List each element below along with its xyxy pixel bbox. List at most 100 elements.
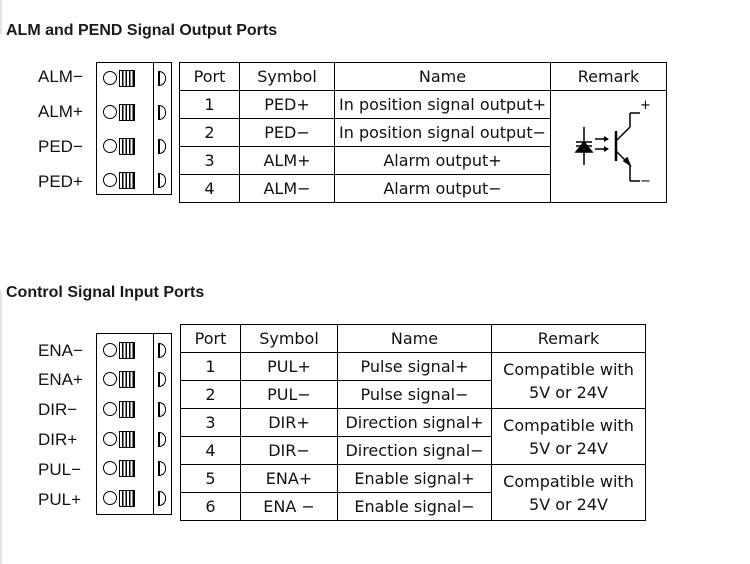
table-row: 4 ALM− Alarm output−	[179, 174, 667, 203]
name-cell: In position signal output+	[334, 90, 551, 119]
wire-clamp-icon	[119, 371, 135, 388]
terminal-block-connector	[96, 62, 172, 195]
symbol-cell: PUL+	[240, 352, 338, 381]
name-cell: Direction signal+	[337, 408, 492, 437]
table-row: 2 PUL− Pulse signal−	[180, 380, 646, 409]
symbol-cell: ALM−	[239, 174, 335, 203]
screw-terminal-icon	[103, 173, 117, 187]
screw-terminal-icon	[103, 432, 117, 446]
port-cell: 6	[180, 492, 241, 521]
terminal-label: PUL+	[38, 490, 81, 509]
symbol-cell: ENA −	[240, 492, 338, 521]
pin-tab-icon	[158, 372, 166, 387]
pin-tab-icon	[158, 173, 166, 188]
name-cell: In position signal output−	[334, 118, 551, 147]
table-row: 3 ALM+ Alarm output+	[179, 146, 667, 175]
screw-terminal-icon	[103, 372, 117, 386]
symbol-cell: PED−	[239, 118, 335, 147]
remark-cell: Compatible with 5V or 24V	[491, 464, 646, 521]
table-row: 4 DIR− Direction signal−	[180, 436, 646, 465]
port-cell: 2	[179, 118, 240, 147]
input-ports-table: Port Symbol Name Remark 1 PUL+ Pulse sig…	[180, 324, 646, 521]
pin-tab-icon	[158, 71, 166, 86]
name-cell: Enable signal+	[337, 464, 492, 493]
symbol-cell: ALM+	[239, 146, 335, 175]
port-cell: 3	[179, 146, 240, 175]
negative-terminal-label: −	[640, 174, 651, 189]
remark-cell: Compatible with 5V or 24V	[491, 408, 646, 465]
screw-terminal-icon	[103, 105, 117, 119]
remark-line: Compatible with	[503, 359, 634, 379]
name-cell: Direction signal−	[337, 436, 492, 465]
port-cell: 1	[179, 90, 240, 119]
wire-clamp-icon	[119, 431, 135, 448]
name-cell: Enable signal−	[337, 492, 492, 521]
table-header: Name	[337, 324, 492, 353]
screw-terminal-icon	[103, 343, 117, 357]
wire-clamp-icon	[119, 104, 135, 121]
screw-terminal-icon	[103, 139, 117, 153]
left-divider	[0, 0, 2, 34]
section-title: ALM and PEND Signal Output Ports	[6, 22, 278, 39]
pin-tab-icon	[158, 343, 166, 358]
port-cell: 5	[180, 464, 241, 493]
pin-tab-icon	[158, 402, 166, 417]
wire-clamp-icon	[119, 70, 135, 87]
remark-cell: Compatible with 5V or 24V	[491, 352, 646, 409]
port-cell: 3	[180, 408, 241, 437]
terminal-label: ALM−	[38, 67, 83, 86]
port-cell: 2	[180, 380, 241, 409]
screw-terminal-icon	[103, 71, 117, 85]
symbol-cell: DIR+	[240, 408, 338, 437]
name-cell: Alarm output−	[334, 174, 551, 203]
remark-line: 5V or 24V	[529, 382, 608, 402]
table-row: 5 ENA+ Enable signal+ Compatible with 5V…	[180, 464, 646, 521]
symbol-cell: ENA+	[240, 464, 338, 493]
name-cell: Alarm output+	[334, 146, 551, 175]
wire-clamp-icon	[119, 460, 135, 477]
table-header: Port	[179, 62, 240, 91]
remark-line: Compatible with	[503, 415, 634, 435]
terminal-label: ENA−	[38, 341, 83, 360]
name-cell: Pulse signal−	[337, 380, 492, 409]
terminal-label: PUL−	[38, 460, 81, 479]
terminal-block-connector	[96, 333, 172, 515]
optocoupler-icon: + −	[573, 98, 651, 189]
port-cell: 4	[179, 174, 240, 203]
table-header: Port	[180, 324, 241, 353]
screw-terminal-icon	[103, 461, 117, 475]
port-cell: 1	[180, 352, 241, 381]
terminal-label: DIR−	[38, 400, 78, 419]
terminal-label: DIR+	[38, 430, 78, 449]
table-header: Symbol	[240, 324, 338, 353]
table-row: 6 ENA − Enable signal−	[180, 492, 646, 521]
pin-tab-icon	[158, 461, 166, 476]
output-ports-table: Port Symbol Name Remark 1 PED+ In positi…	[179, 62, 667, 203]
table-header: Name	[334, 62, 551, 91]
symbol-cell: PED+	[239, 90, 335, 119]
pin-tab-icon	[158, 139, 166, 154]
table-row: 1 PUL+ Pulse signal+ Compatible with 5V …	[180, 352, 646, 409]
symbol-cell: PUL−	[240, 380, 338, 409]
terminal-block-divider	[153, 334, 154, 514]
terminal-label: PED+	[38, 172, 83, 191]
remark-line: Compatible with	[503, 471, 634, 491]
remark-line: 5V or 24V	[529, 494, 608, 514]
terminal-label: ENA+	[38, 370, 83, 389]
wire-clamp-icon	[119, 172, 135, 189]
wire-clamp-icon	[119, 342, 135, 359]
name-cell: Pulse signal+	[337, 352, 492, 381]
wire-clamp-icon	[119, 401, 135, 418]
pin-tab-icon	[158, 432, 166, 447]
positive-terminal-label: +	[640, 98, 651, 113]
pin-tab-icon	[158, 491, 166, 506]
section-title: Control Signal Input Ports	[6, 284, 205, 301]
table-row: 2 PED− In position signal output−	[179, 118, 667, 147]
symbol-cell: DIR−	[240, 436, 338, 465]
table-header: Remark	[491, 324, 646, 353]
port-cell: 4	[180, 436, 241, 465]
wire-clamp-icon	[119, 490, 135, 507]
remark-line: 5V or 24V	[529, 438, 608, 458]
remark-cell: + −	[550, 90, 667, 203]
pin-tab-icon	[158, 105, 166, 120]
